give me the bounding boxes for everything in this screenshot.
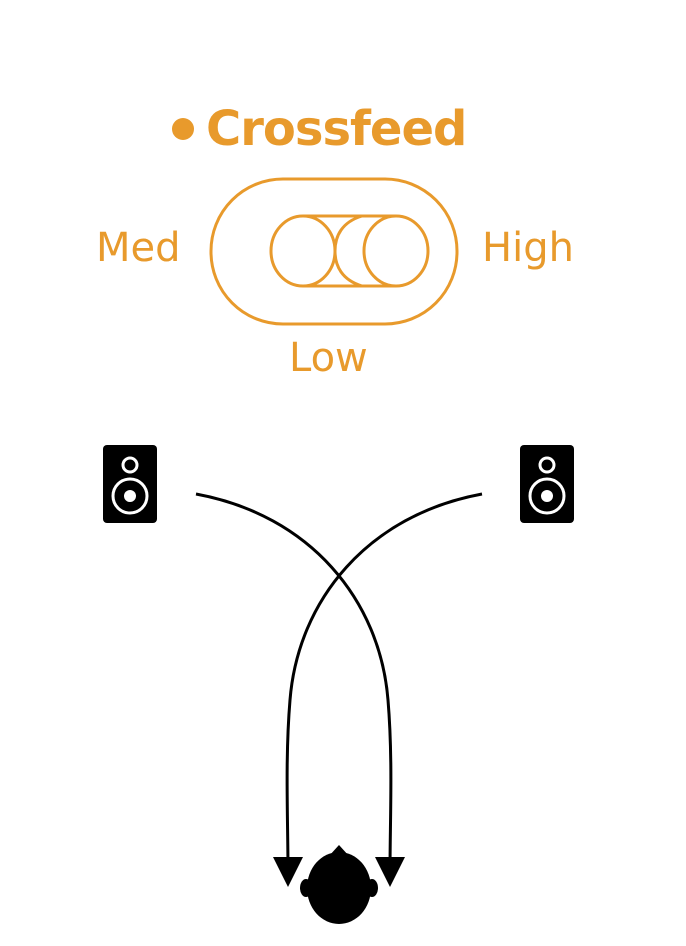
- right-to-left-ear-arrow: [272, 492, 483, 887]
- crossfeed-switch[interactable]: [209, 177, 459, 326]
- switch-label-med: Med: [96, 225, 181, 271]
- right-speaker-icon: [520, 445, 574, 523]
- toggle-switch-icon: [269, 214, 430, 288]
- bullet-icon: [172, 118, 194, 140]
- crossfeed-title-text: Crossfeed: [206, 101, 467, 157]
- switch-label-high: High: [482, 225, 574, 271]
- switch-housing: [209, 177, 459, 326]
- left-to-right-ear-arrow: [195, 492, 406, 887]
- listener-head-icon: [300, 845, 378, 924]
- left-speaker-icon: [103, 445, 157, 523]
- switch-label-low: Low: [289, 335, 368, 381]
- crossfeed-title: Crossfeed: [172, 94, 467, 164]
